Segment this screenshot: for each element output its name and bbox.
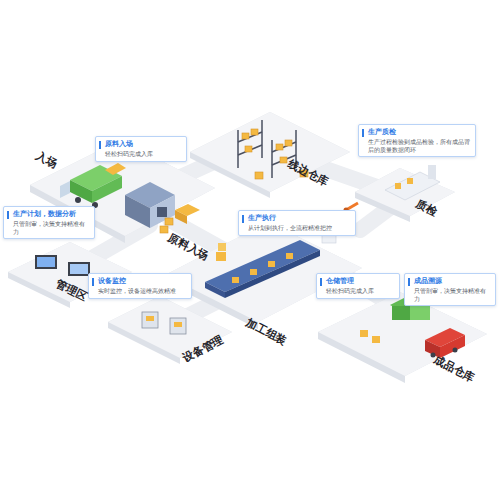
area-label: 入场 xyxy=(33,148,59,171)
warehouse-building xyxy=(125,182,200,228)
accent-bar xyxy=(7,211,9,219)
illustration-shape xyxy=(271,140,273,178)
accent-bar xyxy=(362,129,364,137)
illustration-shape xyxy=(146,316,154,321)
illustration-shape xyxy=(232,277,239,283)
callout-body: 轻松扫码完成入库 xyxy=(105,150,182,158)
illustration-shape xyxy=(285,140,292,146)
illustration-shape xyxy=(225,250,320,298)
area-label: 加工组装 xyxy=(243,315,289,348)
callout-box: 成品溯源只管剖审，决策支持精准有力 xyxy=(404,273,496,306)
callout-heading: 成品溯源 xyxy=(414,277,491,286)
callout-body: 实时监控，设备运维高效精准 xyxy=(98,287,187,295)
illustration-shape xyxy=(190,112,350,198)
illustration-shape xyxy=(245,146,252,152)
illustration-shape xyxy=(218,243,226,251)
illustration-shape xyxy=(92,176,122,203)
callout-heading: 原料入场 xyxy=(105,140,182,149)
inspection-station xyxy=(385,165,440,200)
illustration-shape xyxy=(170,318,186,334)
illustration-shape xyxy=(190,112,350,192)
illustration-shape xyxy=(255,172,263,179)
illustration-shape xyxy=(395,183,401,189)
callout-box: 生产执行从计划到执行，全流程精准把控 xyxy=(238,210,356,236)
illustration-shape xyxy=(280,157,287,163)
illustration-shape xyxy=(37,257,55,267)
illustration-shape xyxy=(392,306,410,320)
callout-heading: 生产执行 xyxy=(248,214,351,223)
area-label: 成品仓库 xyxy=(431,352,477,385)
illustration-shape xyxy=(108,296,232,364)
illustration-shape xyxy=(216,252,226,261)
illustration-shape xyxy=(70,264,88,274)
truck-green xyxy=(60,163,126,208)
illustration-shape xyxy=(372,336,380,343)
illustration-shape xyxy=(205,240,320,292)
callout-body: 只管剖审，决策支持精准有力 xyxy=(414,287,491,303)
illustration-shape xyxy=(360,330,368,337)
equipment-racks xyxy=(142,312,186,334)
illustration-shape xyxy=(205,282,225,298)
illustration-shape xyxy=(355,168,455,216)
illustration-shape xyxy=(286,253,293,259)
callout-heading: 生产计划，数据分析 xyxy=(13,210,90,219)
monitors xyxy=(35,255,90,276)
illustration-shape xyxy=(238,145,262,155)
illustration-shape xyxy=(165,218,173,225)
illustration-shape xyxy=(261,120,263,158)
illustration-shape xyxy=(75,197,81,203)
platforms xyxy=(8,112,487,383)
callout-box: 生产计划，数据分析只管剖审，决策支持精准有力 xyxy=(3,206,95,239)
illustration-shape xyxy=(355,168,455,222)
illustration-shape xyxy=(70,180,92,203)
illustration-shape xyxy=(142,312,158,328)
illustration-shape xyxy=(453,348,458,353)
illustration-shape xyxy=(60,181,70,198)
illustration-shape xyxy=(125,195,150,228)
illustration-shape xyxy=(68,262,90,276)
illustration-shape xyxy=(238,132,262,142)
illustration-shape xyxy=(276,144,283,150)
illustration-shape xyxy=(35,255,57,269)
illustration-shape xyxy=(410,306,430,320)
callout-body: 从计划到执行，全流程精准把控 xyxy=(248,224,351,232)
illustration-shape xyxy=(251,129,258,135)
illustration-shape xyxy=(160,226,168,233)
accent-bar xyxy=(99,141,101,149)
accent-bar xyxy=(92,278,94,286)
accent-bar xyxy=(408,278,410,286)
illustration-shape xyxy=(175,210,187,224)
callout-box: 原料入场轻松扫码完成入库 xyxy=(95,136,187,162)
illustration-shape xyxy=(428,165,436,179)
illustration-shape xyxy=(242,133,249,139)
illustration-shape xyxy=(322,235,336,243)
illustration-shape xyxy=(157,207,167,217)
callout-heading: 设备监控 xyxy=(98,277,187,286)
illustration-shape xyxy=(407,178,413,184)
illustration-shape xyxy=(250,269,257,275)
callout-body: 生产过程检验到成品检验，所有成品背后的质量数据闭环 xyxy=(368,138,471,154)
illustration-shape xyxy=(237,130,239,168)
illustration-shape xyxy=(268,261,275,267)
illustration-shape xyxy=(150,195,175,228)
callout-heading: 仓储管理 xyxy=(326,277,395,286)
callout-body: 只管剖审，决策支持精准有力 xyxy=(13,220,90,236)
illustration-shape xyxy=(272,142,296,152)
accent-bar xyxy=(242,215,244,223)
callout-body: 轻松扫码完成入库 xyxy=(326,287,395,295)
callout-box: 设备监控实时监控，设备运维高效精准 xyxy=(88,273,192,299)
callout-box: 仓储管理轻松扫码完成入库 xyxy=(316,273,400,299)
accent-bar xyxy=(320,278,322,286)
callout-heading: 生产质检 xyxy=(368,128,471,137)
illustration-shape xyxy=(174,322,182,327)
illustration-shape xyxy=(165,222,362,322)
callout-box: 生产质检生产过程检验到成品检验，所有成品背后的质量数据闭环 xyxy=(358,124,476,157)
illustration-shape xyxy=(105,163,126,175)
